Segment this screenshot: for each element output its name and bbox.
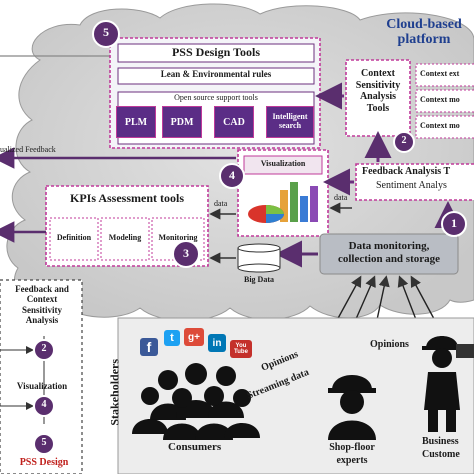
context-tools-label: Context Sensitivity Analysis Tools [346, 68, 410, 114]
legend-step-5: 5 [41, 437, 47, 448]
shop-floor-label: Shop-floor experts [316, 442, 388, 467]
legend-visualization: Visualization [16, 381, 68, 391]
legend-title-line4: Analysis [25, 315, 59, 326]
data-monitoring-label: Data monitoring, collection and storage [320, 240, 458, 266]
open-source-label: Open source support tools [174, 93, 258, 102]
step-3-number: 3 [183, 246, 189, 260]
business-line2: Custome [422, 448, 460, 460]
data-label-2: data [334, 193, 348, 202]
data-label-1: data [214, 199, 228, 208]
business-line1: Business [422, 436, 459, 447]
step-2-number: 2 [401, 135, 407, 146]
context-tools-line3: Analysis [359, 91, 397, 102]
youtube-icon: You Tube [230, 340, 252, 358]
legend-title-line1: Feedback and [15, 284, 69, 294]
context-tools-line2: Sensitivity [355, 79, 401, 91]
sentiment-analysis-label: Sentiment Analys [376, 180, 447, 191]
context-item-3: Context mo [420, 121, 460, 130]
context-tools-line4: Tools [366, 102, 390, 114]
lean-rules-label: Lean & Environmental rules [160, 69, 272, 79]
consumers-crowd [132, 363, 260, 440]
pss-title-box [117, 43, 315, 63]
context-item-2: Context mo [420, 95, 460, 104]
legend-title-line2: Context [26, 294, 58, 305]
facebook-icon: f [140, 338, 158, 356]
context-item-2-box [415, 89, 474, 113]
data-monitoring-box [319, 233, 459, 275]
big-data-cylinder [237, 243, 281, 273]
step-1-number: 1 [451, 216, 457, 230]
google-plus-icon: g+ [184, 328, 204, 346]
context-item-3-box [415, 115, 474, 139]
kpi-title: KPIs Assessment tools [69, 191, 184, 205]
legend-pss-design: PSS Design [19, 457, 69, 468]
shop-floor-line2: experts [336, 454, 368, 466]
cloud-title-line1: Cloud-based [386, 17, 462, 32]
feedback-analysis-frame [355, 163, 474, 201]
visualization-title: Visualization [260, 159, 306, 168]
visualized-feedback-label: ualized Feedback [0, 145, 56, 154]
shop-floor-line1: Shop-floor [329, 442, 375, 453]
chart-graphic [248, 182, 318, 223]
step-4-number: 4 [229, 168, 235, 182]
pss-tools-title: PSS Design Tools [171, 45, 261, 59]
business-customer-icon [422, 336, 474, 432]
data-monitoring-line1: Data monitoring, [348, 240, 430, 252]
data-monitoring-line2: collection and storage [337, 253, 441, 266]
opinions-label-2: Opinions [370, 339, 409, 350]
context-tools-line1: Context [361, 68, 395, 79]
feedback-analysis-title: Feedback Analysis T [362, 166, 451, 177]
context-tools-frame [345, 59, 411, 137]
cloud-title: Cloud-based platform [374, 17, 474, 47]
big-data-label: Big Data [244, 275, 274, 284]
intelligent-search-line2: search [278, 121, 302, 130]
cloud-title-line2: platform [397, 31, 451, 47]
legend-title-line3: Sensitivity [21, 304, 62, 315]
cad-tool: CAD [214, 106, 254, 138]
kpi-definition: Definition [56, 233, 92, 242]
legend-step-4: 4 [41, 399, 47, 410]
intelligent-search-line1: Intelligent [272, 112, 308, 122]
plm-tool: PLM [116, 106, 156, 138]
kpi-modeling: Modeling [108, 233, 142, 242]
kpi-modeling-box [100, 217, 150, 261]
consumers-label: Consumers [168, 441, 222, 453]
twitter-icon: t [164, 330, 180, 346]
shop-floor-expert-icon [328, 375, 376, 440]
legend-step-2: 2 [41, 343, 47, 354]
visualization-title-box [243, 155, 323, 175]
step-circles [33, 20, 467, 455]
intelligent-search-tool: Intelligent search [266, 106, 314, 138]
kpi-definition-box [49, 217, 99, 261]
pdm-tool: PDM [162, 106, 202, 138]
lean-rules-box [117, 67, 315, 85]
stakeholders-label: Stakeholders [107, 358, 122, 426]
context-item-1-box [415, 63, 474, 87]
context-item-1: Context ext [420, 69, 460, 78]
business-customer-label: Business Custome [422, 436, 460, 461]
step-5-number: 5 [103, 25, 109, 39]
legend-title: Feedback and Context Sensitivity Analysi… [4, 284, 80, 325]
linkedin-icon: in [208, 334, 226, 352]
kpi-monitoring: Monitoring [158, 233, 198, 242]
